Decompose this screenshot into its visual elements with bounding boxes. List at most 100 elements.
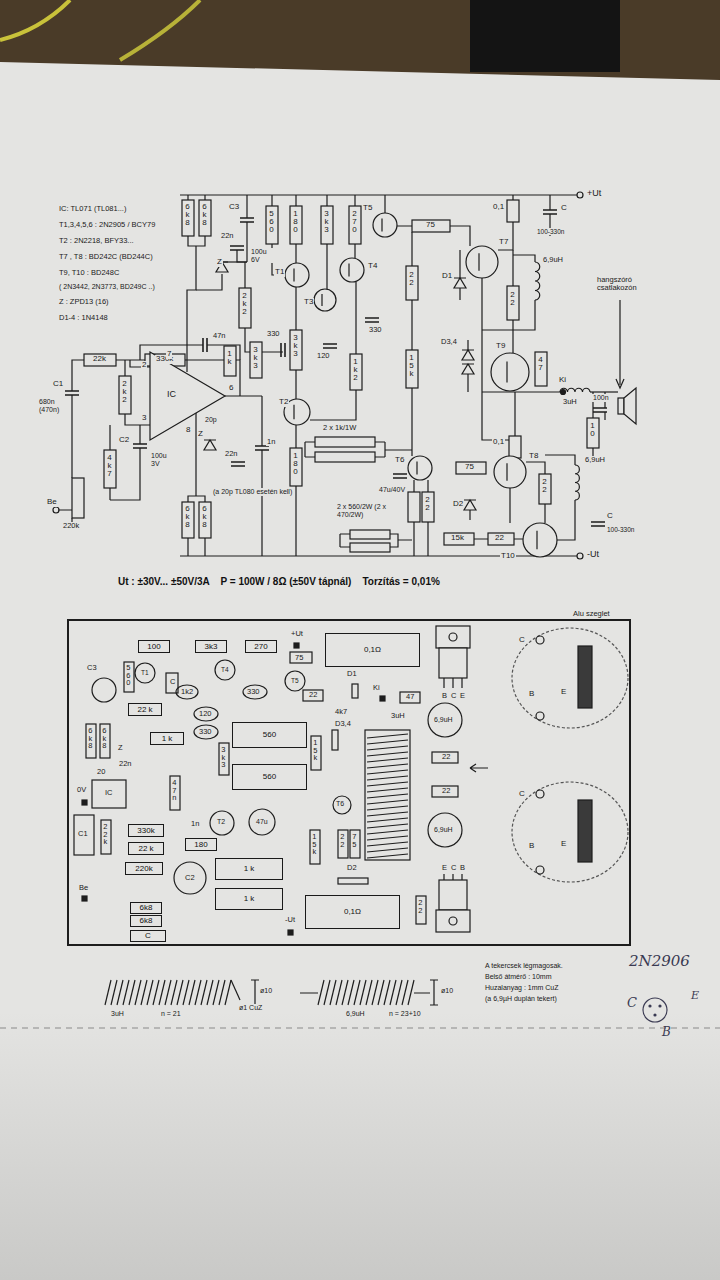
coil-winding [367, 818, 408, 822]
part-label: B [528, 842, 535, 851]
part-label: 2k2 [122, 380, 127, 404]
part-label: 75 [425, 221, 436, 230]
to220-leads [444, 678, 462, 688]
part-label: 75 [352, 833, 357, 848]
component-box: 1 k [215, 888, 283, 910]
part-label: C [169, 678, 176, 686]
part-label: -Ut [284, 916, 296, 924]
part-label: 3k3 [293, 334, 298, 358]
resistor-symbol [239, 288, 251, 328]
component-value: 270 [254, 643, 267, 651]
part-label: 100u 3V [150, 452, 176, 467]
part-label: 6k8 [202, 505, 207, 529]
coil-winding [367, 788, 408, 792]
part-label: 6k8 [88, 727, 93, 750]
dimension-line [251, 980, 259, 1005]
terminal [53, 507, 59, 513]
component-box: 330k [128, 824, 164, 837]
part-label: 22 [510, 291, 515, 307]
coil-winding [367, 770, 408, 774]
part-label: ø10 [440, 987, 454, 995]
part-label: E [560, 688, 567, 697]
part-label: Huzalanyag : 1mm CuZ [484, 984, 560, 992]
terminal [577, 553, 583, 559]
part-label: C1 [52, 380, 64, 389]
component-footprint [74, 815, 94, 855]
speaker-symbol [624, 388, 636, 424]
mount-hole [536, 712, 544, 720]
component-box: 180 [185, 838, 217, 851]
part-label: IC: TL071 (TL081...) [58, 205, 127, 213]
component-footprint [101, 820, 111, 854]
to220-tab [436, 626, 470, 648]
capacitor-symbol [543, 210, 557, 214]
capacitor-footprint [194, 725, 218, 739]
part-label: 6,9uH [345, 1010, 366, 1018]
coil-turn [366, 980, 372, 1005]
component-footprint [400, 692, 420, 703]
resistor-symbol [182, 502, 194, 538]
pin-dot [658, 1004, 661, 1007]
component-box: 1 k [215, 858, 283, 880]
transistor-symbol [494, 456, 526, 488]
part-label: ø1 CuZ [238, 1004, 263, 1012]
coil-symbol [535, 262, 540, 300]
part-label: Z [216, 258, 223, 267]
component-value: 22 k [137, 706, 152, 714]
transistor-symbol [408, 456, 432, 480]
coil-turn [159, 980, 165, 1005]
part-label: Ki [372, 684, 381, 692]
part-label: 6,9uH [433, 716, 454, 724]
component-footprint [310, 830, 320, 864]
component-value: 1 k [162, 735, 173, 743]
wire [526, 462, 545, 474]
solder-pad [82, 896, 87, 901]
part-label: T9 [495, 342, 506, 351]
part-label: T9, T10 : BD248C [58, 269, 120, 277]
part-label: Ki [558, 376, 567, 385]
solder-pad [294, 643, 299, 648]
part-label: n = 21 [160, 1010, 182, 1018]
part-label: C [450, 864, 457, 872]
coil-turn [195, 980, 201, 1005]
part-label: T6 [394, 456, 405, 465]
coil-lead [300, 992, 430, 993]
part-label: D3,4 [440, 338, 458, 346]
resistor-symbol [406, 350, 418, 388]
coil-turn [402, 980, 408, 1005]
wire [545, 455, 575, 465]
part-label: A tekercsek légmagosak. [484, 962, 564, 970]
transistor-base [381, 218, 382, 231]
part-label: 75 [464, 463, 475, 472]
part-label: 560 [269, 210, 274, 234]
part-label: 3 [141, 414, 147, 423]
round-footprint [428, 813, 462, 847]
coil-turn [213, 980, 219, 1005]
capacitor-symbol [591, 522, 605, 526]
diode-symbol [462, 350, 474, 360]
part-label: 3k3 [324, 210, 329, 234]
part-label: B [528, 690, 535, 699]
handwritten-note: E [690, 990, 700, 1002]
part-label: +Ut [290, 630, 304, 638]
transistor-symbol [523, 523, 557, 557]
component-value: 180 [194, 841, 207, 849]
part-label: 20p [204, 416, 218, 424]
resistor-symbol [456, 462, 486, 474]
part-label: T4 [367, 262, 378, 271]
part-label: 330 [368, 326, 383, 334]
capacitor-symbol [323, 344, 337, 348]
transistor-symbol [314, 289, 336, 311]
coil-turn [384, 980, 390, 1005]
resistor-symbol [507, 286, 519, 320]
part-label: 22 [425, 496, 430, 512]
part-label: 4k7 [107, 454, 112, 478]
coil-winding [367, 824, 408, 828]
component-footprint [92, 780, 126, 808]
part-label: 47n [212, 332, 227, 340]
component-footprint [170, 776, 180, 810]
component-value: 330k [137, 827, 154, 835]
to3-outline [512, 628, 628, 728]
